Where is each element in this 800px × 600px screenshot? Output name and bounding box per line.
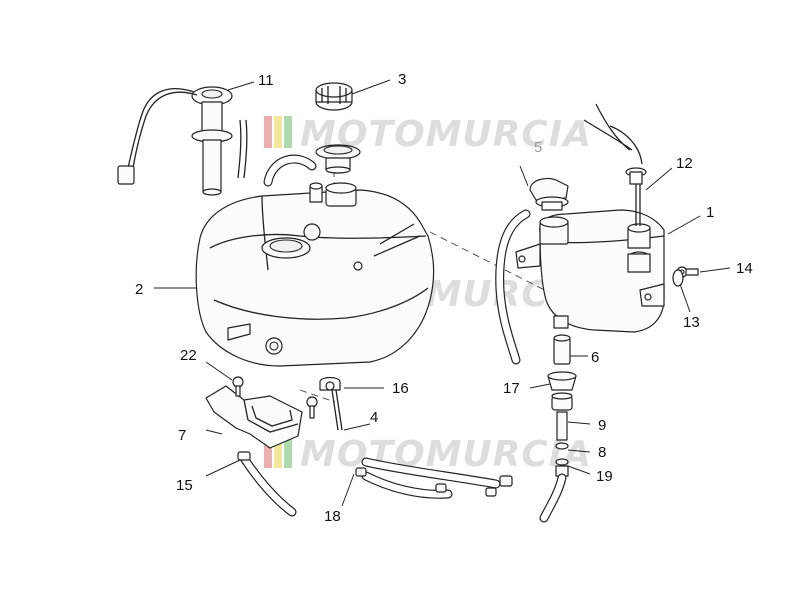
callout-12: 12: [676, 155, 693, 172]
callout-15: 15: [176, 477, 193, 494]
callout-6: 6: [591, 349, 599, 366]
watermark-bottom: MOTOMURCIA: [264, 434, 592, 475]
washer-13: [672, 269, 684, 287]
watermark-top: MOTOMURCIA: [264, 114, 591, 155]
fuel-cock-assembly: [547, 334, 577, 477]
callout-2: 2: [135, 281, 143, 298]
fuel-cap: [315, 82, 353, 111]
hose-15: [237, 451, 297, 517]
clamp-16: [319, 376, 343, 431]
watermark-text: MOTOMURCIA: [300, 434, 592, 475]
callout-17: 17: [503, 380, 520, 397]
overflow-hose: [495, 209, 531, 365]
callout-3: 3: [398, 71, 406, 88]
filler-neck: [309, 182, 357, 207]
filler-ring: [315, 144, 361, 174]
hose-18: [355, 467, 453, 499]
hose-4: [361, 457, 513, 497]
callout-22: 22: [180, 347, 197, 364]
callout-4: 4: [370, 409, 378, 426]
callout-labels: 1 2 3 4 5 6 7 8 9 11 12 13 14 15 16 17 1…: [135, 71, 753, 525]
fuel-tank: [195, 189, 435, 367]
callout-7: 7: [178, 427, 186, 444]
callout-1: 1: [706, 204, 714, 221]
callout-19: 19: [596, 468, 613, 485]
drain-hose: [539, 473, 567, 523]
fuel-level-sender: [117, 86, 248, 196]
callout-9: 9: [598, 417, 606, 434]
expansion-tank: [515, 209, 665, 333]
callout-11: 11: [258, 72, 274, 89]
callout-16: 16: [392, 380, 409, 397]
callout-5: 5: [534, 139, 542, 156]
bolt-22: [232, 376, 318, 419]
leader-lines: [154, 79, 731, 507]
mounting-bracket: [205, 385, 303, 449]
expansion-tank-cap: [529, 177, 569, 211]
level-sensor: [583, 103, 647, 226]
sender-connector: [117, 165, 135, 185]
callout-14: 14: [736, 260, 753, 277]
callout-18: 18: [324, 508, 341, 525]
callout-8: 8: [598, 444, 606, 461]
breather-hose: [263, 154, 317, 187]
callout-13: 13: [683, 314, 700, 331]
